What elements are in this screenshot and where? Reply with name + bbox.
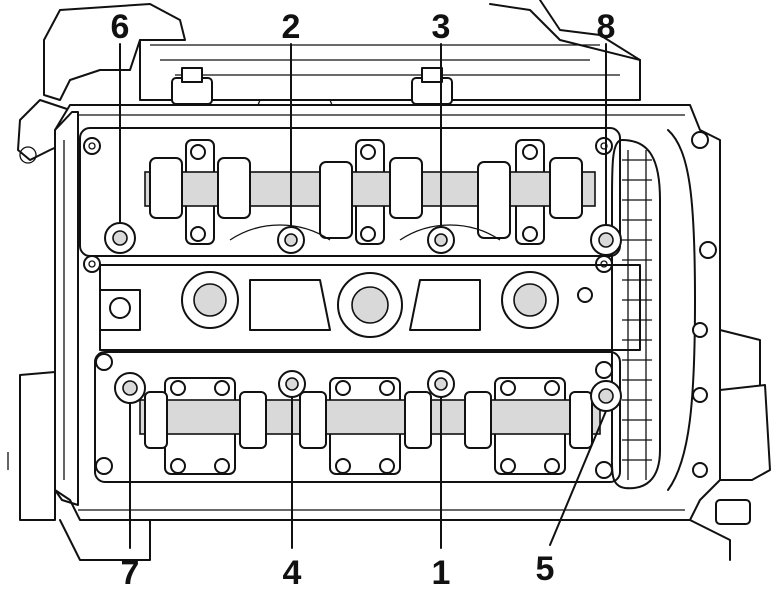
left-lower-housing (7, 371, 151, 561)
upper-small-bolts (83, 131, 717, 273)
head-bolt-2 (277, 226, 305, 254)
numbered-head-bolts (104, 222, 622, 412)
head-bolt-1 (427, 370, 455, 398)
callout-8: 8 (597, 8, 616, 46)
callout-7: 7 (121, 554, 140, 592)
head-bolt-3 (427, 226, 455, 254)
head-bolt-5 (590, 380, 622, 412)
head-bolt-7 (114, 372, 146, 404)
spark-plug-wells (99, 264, 641, 351)
lower-camshaft-carrier (94, 351, 621, 483)
callout-5: 5 (536, 550, 555, 588)
head-bolt-4 (278, 370, 306, 398)
upper-camshaft-carrier (79, 127, 621, 257)
callout-1: 1 (432, 554, 451, 592)
head-bolt-6 (104, 222, 136, 254)
leader-lines (119, 43, 607, 549)
callout-4: 4 (283, 554, 302, 592)
timing-chain (610, 129, 696, 491)
head-bolt-8 (590, 224, 622, 256)
right-sensor (689, 322, 771, 561)
callout-6: 6 (111, 8, 130, 46)
callout-2: 2 (282, 8, 301, 46)
callout-labels: 6 2 3 8 7 4 1 5 (111, 8, 616, 592)
callout-3: 3 (432, 8, 451, 46)
